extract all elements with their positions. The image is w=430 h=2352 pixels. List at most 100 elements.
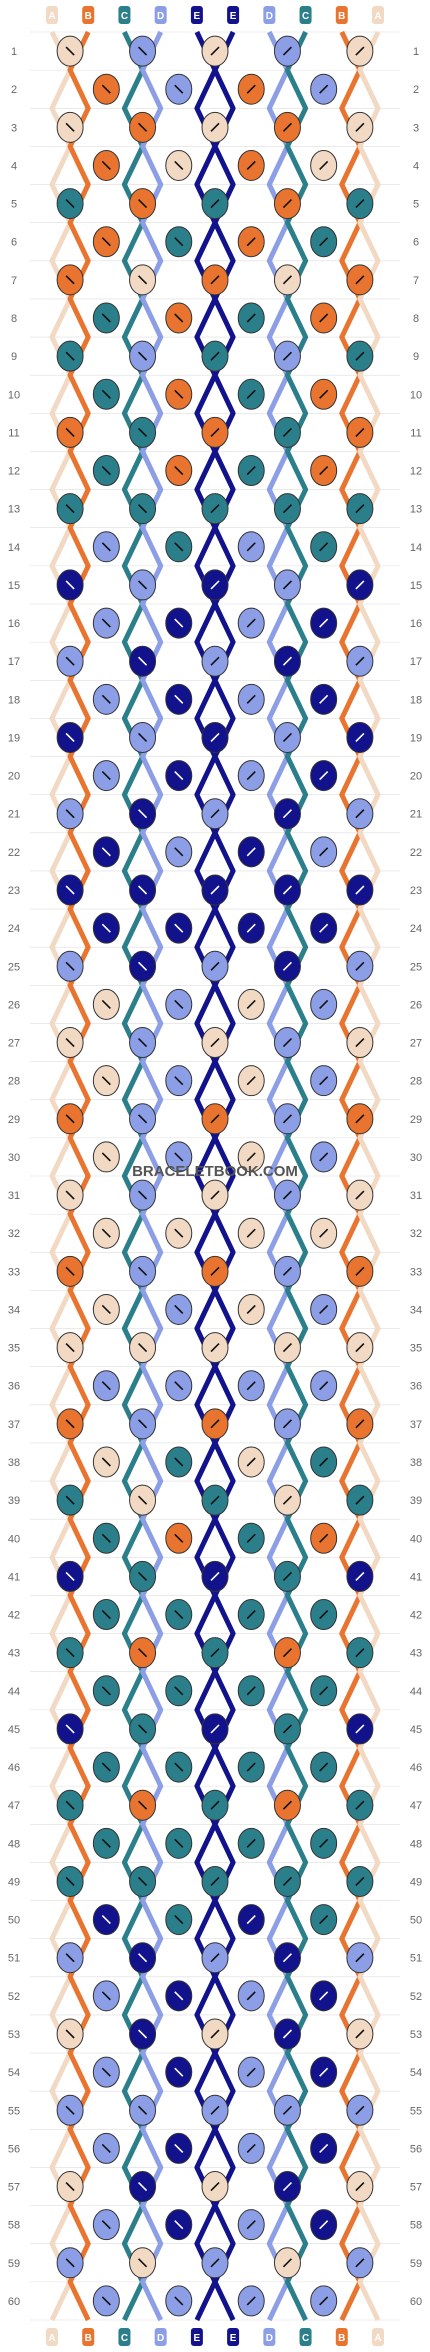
knot	[346, 1942, 374, 1974]
knot-arrow	[65, 732, 75, 743]
knot-arrow	[319, 1076, 329, 1086]
knot-arrow	[246, 1762, 256, 1772]
row-number-left: 35	[8, 1343, 20, 1355]
row-number-right: 9	[413, 351, 419, 363]
knot	[273, 721, 301, 753]
knot-arrow	[282, 1495, 293, 1505]
knot-arrow	[174, 1533, 184, 1543]
knot	[56, 188, 84, 220]
strand-D-line	[140, 30, 164, 2322]
knot-arrow	[65, 1800, 75, 1810]
row-number-left: 47	[8, 1800, 20, 1812]
knot	[346, 1637, 374, 1669]
row-number-left: 43	[8, 1648, 20, 1660]
knot	[346, 2247, 374, 2279]
knot-arrow	[282, 732, 293, 743]
knot	[310, 1141, 338, 1173]
row-number-left: 5	[11, 199, 17, 211]
knot	[129, 721, 157, 753]
knot	[346, 1103, 374, 1135]
row-number-left: 19	[8, 732, 20, 744]
row-number-right: 15	[410, 580, 422, 592]
row-number-left: 55	[8, 2105, 20, 2117]
knot-arrow	[210, 2181, 220, 2192]
knot	[56, 111, 84, 143]
knot-arrow	[174, 1076, 184, 1086]
knot	[310, 1751, 338, 1783]
knot-arrow	[101, 1915, 111, 1925]
knot	[92, 1446, 120, 1478]
row-number-right: 43	[410, 1648, 422, 1660]
knot-arrow	[101, 1762, 111, 1772]
knot-arrow	[210, 199, 220, 209]
knot	[201, 1560, 229, 1592]
knot-arrow	[282, 1114, 293, 1124]
knot-arrow	[65, 580, 75, 590]
knot-arrow	[319, 1991, 329, 2001]
knot	[237, 1675, 265, 1707]
knot-arrow	[282, 1724, 293, 1734]
knot	[56, 645, 84, 677]
knot	[56, 1484, 84, 1516]
knot	[92, 1599, 120, 1631]
knot	[346, 1560, 374, 1592]
knot	[201, 1789, 229, 1821]
knot-arrow	[246, 1304, 256, 1315]
row-number-left: 28	[8, 1076, 20, 1088]
knot	[346, 721, 374, 753]
knot-arrow	[246, 2067, 256, 2077]
knot-arrow	[210, 427, 220, 437]
knot	[56, 1637, 84, 1669]
knot-arrow	[319, 84, 329, 94]
row-number-left: 48	[8, 1838, 20, 1850]
knot	[56, 2018, 84, 2050]
knot-arrow	[101, 542, 111, 552]
row-number-left: 26	[8, 999, 20, 1011]
knot-arrow	[137, 1724, 148, 1734]
row-number-right: 58	[410, 2220, 422, 2232]
knot-arrow	[65, 1648, 75, 1658]
knot	[310, 149, 338, 181]
knot	[310, 2209, 338, 2241]
knot	[129, 416, 157, 448]
knot	[310, 607, 338, 639]
row-number-left: 9	[11, 351, 17, 363]
knot-arrow	[355, 2181, 365, 2192]
knot-arrow	[101, 771, 111, 781]
knot-arrow	[319, 2067, 329, 2077]
row-number-left: 36	[8, 1381, 20, 1393]
strand-E-line	[212, 30, 236, 2322]
strand-letter-bottom: E	[194, 2333, 201, 2344]
row-number-left: 12	[8, 466, 20, 478]
strand-letter-top: C	[121, 11, 128, 22]
knot-arrow	[137, 504, 148, 514]
knot-arrow	[210, 504, 220, 514]
knot	[129, 874, 157, 906]
knot-arrow	[137, 732, 148, 743]
row-number-right: 35	[410, 1343, 422, 1355]
knot-arrow	[246, 465, 256, 476]
strand-tab-top	[46, 6, 58, 24]
knot	[346, 264, 374, 296]
row-number-left: 32	[8, 1228, 20, 1240]
strand-A-line	[357, 30, 381, 2322]
knot-arrow	[137, 1114, 148, 1124]
strand-letter-top: B	[338, 11, 345, 22]
row-number-right: 24	[410, 923, 422, 935]
strand-letter-top: E	[230, 11, 237, 22]
knot	[92, 1522, 120, 1554]
knot	[201, 950, 229, 982]
knot	[165, 2056, 193, 2088]
knot-arrow	[137, 1343, 148, 1353]
knot	[346, 2171, 374, 2203]
row-number-right: 28	[410, 1076, 422, 1088]
knot	[346, 2094, 374, 2126]
strand-tab-bottom	[299, 2328, 312, 2346]
knot	[129, 1637, 157, 1669]
knot-arrow	[101, 237, 111, 247]
knot	[346, 2018, 374, 2050]
strand-letter-bottom: E	[230, 2333, 237, 2344]
knot-arrow	[101, 847, 111, 857]
knot-arrow	[101, 313, 111, 323]
